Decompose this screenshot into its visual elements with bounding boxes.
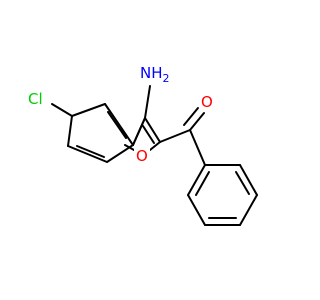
o-carbonyl-mask — [199, 93, 215, 111]
cl-label: Cl — [28, 90, 43, 108]
o-carbonyl-label: O — [201, 93, 213, 111]
bond-c5-c6 — [67, 115, 73, 147]
bond-ph-c3-c4 — [239, 194, 258, 226]
bond-c5-cl — [51, 103, 73, 117]
bond-c3-c2-inner — [142, 125, 155, 144]
bond-c3a-c3 — [132, 117, 146, 146]
nh2-subscript: 2 — [163, 72, 170, 85]
atom-labels: NH2 Cl O O — [26, 63, 215, 165]
nh2-main: NH — [140, 64, 163, 82]
molecule-structure: NH2 Cl O O — [26, 63, 258, 226]
o-ring-label: O — [136, 147, 148, 165]
bond-ph-c2-c3-inner — [235, 171, 250, 195]
bond-c3-nh2 — [144, 85, 151, 119]
bond-c3-c2 — [144, 117, 161, 143]
bonds — [51, 85, 258, 226]
bond-ph-c2-c3 — [239, 164, 258, 196]
bond-c2-carbonyl — [159, 129, 191, 143]
bond-c6-c7-inner — [76, 145, 105, 158]
bond-carbonyl-phenyl — [189, 129, 206, 166]
bond-c4-c5 — [71, 103, 106, 117]
bond-c3a-c4-inner — [107, 111, 127, 139]
bond-carbonyl-o-double — [183, 107, 199, 126]
bond-c3a-c4 — [104, 103, 134, 146]
bond-o1-c7a — [124, 144, 135, 151]
bond-carbonyl-o — [189, 112, 205, 131]
bond-ph-c6-c1 — [187, 164, 206, 196]
bond-c6-c7 — [67, 145, 108, 163]
cl-mask — [26, 90, 46, 108]
bond-c2-o1 — [149, 141, 161, 151]
bond-ph-c5-c6 — [187, 194, 206, 226]
o-ring-mask — [134, 147, 150, 165]
nh2-mask — [136, 63, 176, 83]
bond-ph-c6-c1-inner — [195, 171, 210, 196]
nh2-label: NH2 — [140, 64, 170, 85]
